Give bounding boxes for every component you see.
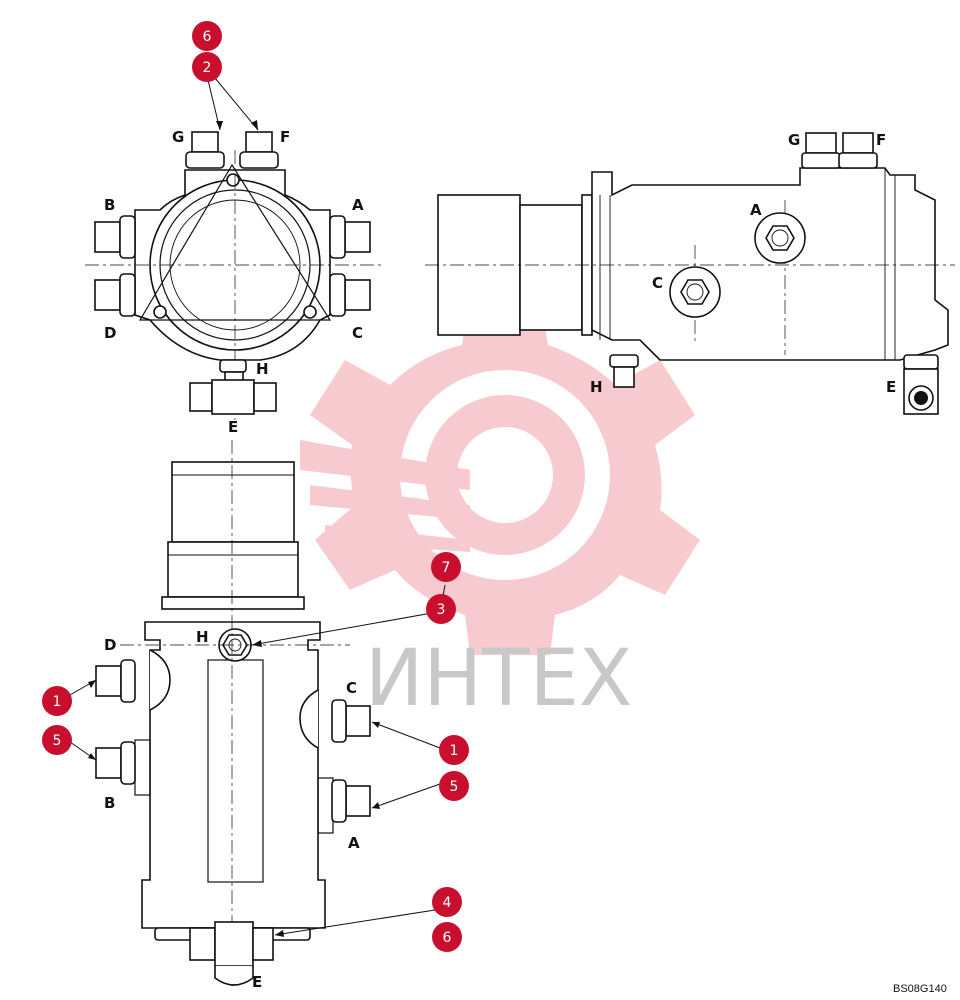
svg-text:6: 6: [443, 930, 452, 946]
label-b: B: [104, 196, 115, 214]
svg-text:5: 5: [450, 779, 459, 795]
side-view-port-a: [754, 212, 806, 264]
label-e: E: [228, 418, 238, 436]
watermark-gear-logo: [300, 295, 700, 655]
svg-text:3: 3: [437, 602, 446, 618]
top-view: G F B A D C H E: [85, 77, 385, 436]
side-label-e: E: [886, 378, 896, 396]
callout-1-right: 1: [439, 735, 469, 765]
top-view-fitting-b: [94, 215, 136, 259]
front-label-e: E: [252, 973, 262, 991]
label-f: F: [280, 128, 290, 146]
callout-5-right: 5: [439, 771, 469, 801]
watermark-text: ИНТЕХ: [365, 634, 632, 724]
top-view-fitting-c: [329, 273, 371, 317]
front-label-a: A: [348, 834, 360, 852]
front-view-fitting-e: [189, 921, 274, 986]
svg-text:5: 5: [53, 733, 62, 749]
callout-6-bottom: 6: [432, 922, 462, 952]
callout-6-top: 6: [192, 21, 222, 51]
svg-text:2: 2: [203, 60, 212, 76]
svg-text:1: 1: [53, 694, 62, 710]
front-label-c: C: [346, 679, 357, 697]
svg-text:1: 1: [450, 743, 459, 759]
top-view-fitting-g: [185, 131, 225, 169]
callout-4: 4: [432, 887, 462, 917]
top-view-fitting-d: [94, 273, 136, 317]
callout-3: 3: [426, 594, 456, 624]
label-c: C: [352, 324, 363, 342]
side-label-h: H: [590, 378, 603, 396]
side-view: G F A C H E: [425, 131, 955, 415]
side-label-f: F: [876, 131, 886, 149]
label-a: A: [352, 196, 364, 214]
svg-text:7: 7: [442, 560, 451, 576]
callout-5-left: 5: [42, 725, 72, 755]
top-view-fitting-a: [329, 215, 371, 259]
label-g: G: [172, 128, 184, 146]
callout-7: 7: [431, 552, 461, 582]
front-view-fitting-a: [331, 779, 371, 823]
front-view: D H C B A E: [69, 440, 446, 991]
front-label-h: H: [196, 628, 209, 646]
front-view-fitting-b: [95, 741, 136, 785]
callout-1-left: 1: [42, 686, 72, 716]
front-view-fitting-d: [95, 659, 136, 703]
side-label-a: A: [750, 201, 762, 219]
front-label-b: B: [104, 794, 115, 812]
label-d: D: [104, 324, 116, 342]
label-h: H: [256, 360, 269, 378]
front-view-fitting-c: [331, 699, 371, 743]
top-view-fitting-e: [189, 379, 277, 415]
drawing-code: BS08G140: [893, 983, 947, 995]
front-label-d: D: [104, 636, 116, 654]
side-view-port-c: [669, 266, 721, 318]
callout-2: 2: [192, 52, 222, 82]
top-view-fitting-f: [239, 131, 279, 169]
side-label-g: G: [788, 131, 800, 149]
svg-text:6: 6: [203, 29, 212, 45]
svg-text:4: 4: [443, 895, 452, 911]
side-label-c: C: [652, 274, 663, 292]
